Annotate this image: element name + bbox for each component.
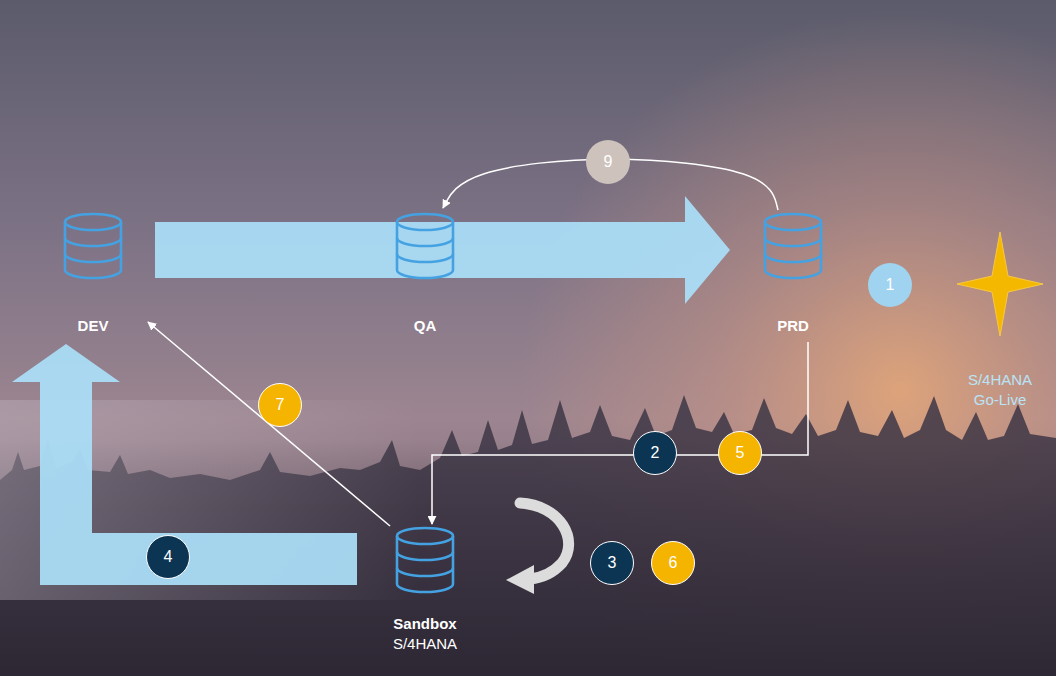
connector-arrow (432, 342, 808, 524)
database-outline (397, 254, 453, 262)
callout-number: 2 (651, 444, 660, 461)
star-icon (957, 232, 1043, 336)
callout-badge: 2 (633, 431, 677, 475)
database-icon (762, 212, 824, 280)
node-title: PRD (777, 316, 809, 336)
database-node: SandboxS/4HANA (365, 526, 485, 654)
connector-arrow (148, 322, 390, 526)
database-outline (397, 568, 453, 576)
database-outline (65, 254, 121, 262)
database-top (65, 214, 121, 230)
callout-badge: 7 (258, 383, 302, 427)
database-outline (65, 238, 121, 246)
callout-number: 1 (886, 276, 895, 293)
database-icon (394, 526, 456, 594)
callout-number: 9 (604, 153, 613, 170)
database-top (397, 214, 453, 230)
database-outline (65, 222, 121, 278)
database-icon (62, 212, 124, 280)
flow-arrow (12, 344, 357, 585)
milestone-node: S/4HANA Go-Live (952, 232, 1048, 410)
refresh-loop-arrow (520, 503, 569, 579)
callout-badge: 6 (651, 541, 695, 585)
callout-badge: 3 (590, 541, 634, 585)
database-top (397, 528, 453, 544)
node-title: QA (414, 316, 437, 336)
refresh-loop-arrowhead (506, 565, 534, 594)
callout-number: 6 (669, 554, 678, 571)
database-outline (397, 552, 453, 560)
callout-number: 7 (276, 396, 285, 413)
node-title: DEV (78, 316, 109, 336)
callout-badge: 4 (146, 535, 190, 579)
database-node: QA (370, 212, 480, 336)
database-outline (397, 222, 453, 278)
node-title: S/4HANA Go-Live (958, 370, 1042, 410)
database-top (765, 214, 821, 230)
callout-badge: 9 (586, 140, 630, 184)
callout-number: 3 (608, 554, 617, 571)
node-title: Sandbox (393, 614, 456, 634)
database-outline (765, 238, 821, 246)
database-node: DEV (38, 212, 148, 336)
flow-arrow (155, 196, 730, 304)
database-outline (397, 238, 453, 246)
database-node: PRD (738, 212, 848, 336)
callout-badge: 5 (718, 431, 762, 475)
database-icon (394, 212, 456, 280)
database-outline (765, 222, 821, 278)
database-outline (765, 254, 821, 262)
callout-number: 5 (736, 444, 745, 461)
go-live-star (957, 232, 1043, 336)
database-outline (397, 536, 453, 592)
callout-number: 4 (164, 548, 173, 565)
callout-badge: 1 (868, 263, 912, 307)
node-subtitle: S/4HANA (393, 634, 457, 654)
